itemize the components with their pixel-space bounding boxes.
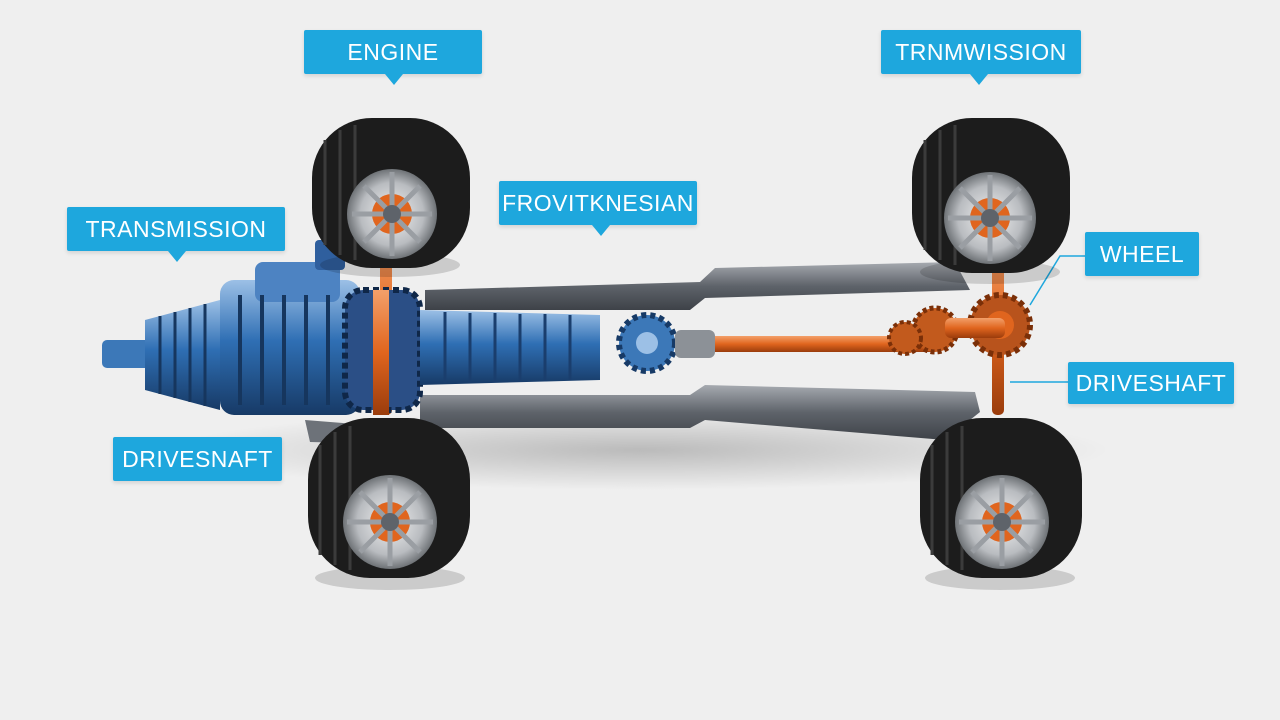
label-driveshaft-right: DRIVESHAFT bbox=[1068, 362, 1234, 404]
label-front-transmission-pointer bbox=[592, 225, 610, 236]
label-engine-pointer bbox=[385, 74, 403, 85]
label-transmission-left: TRANSMISSION bbox=[67, 207, 285, 251]
leader-lines bbox=[1010, 255, 1085, 383]
label-transmission-top: TRNMWISSION bbox=[881, 30, 1081, 74]
wheel-rear-bottom bbox=[920, 418, 1082, 590]
wheel-front-top bbox=[312, 118, 470, 277]
label-transmission-top-pointer bbox=[970, 74, 988, 85]
wheel-front-bottom bbox=[308, 418, 470, 590]
engine-assembly bbox=[102, 240, 715, 415]
label-engine: ENGINE bbox=[304, 30, 482, 74]
label-wheel: WHEEL bbox=[1085, 232, 1199, 276]
label-driveshaft-left: DRIVESNAFT bbox=[113, 437, 282, 481]
wheel-rear-top bbox=[912, 118, 1070, 284]
label-transmission-left-pointer bbox=[168, 251, 186, 262]
rear-differential bbox=[887, 292, 1033, 358]
driveshaft-bar bbox=[700, 336, 940, 352]
label-front-transmission: FROVITKNESIAN bbox=[499, 181, 697, 225]
